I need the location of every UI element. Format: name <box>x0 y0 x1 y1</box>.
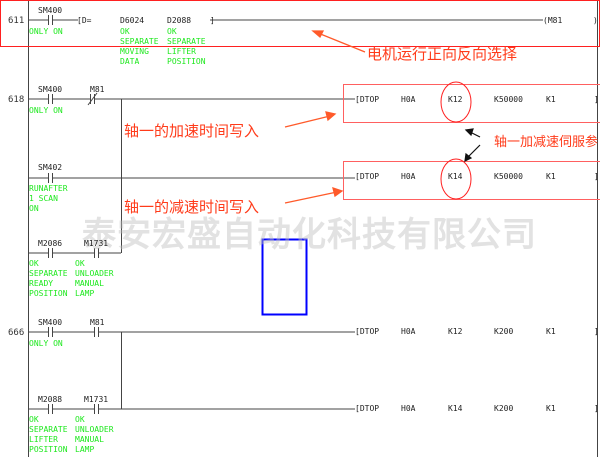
instr-op[interactable]: [DTOP <box>355 404 380 413</box>
operand: K1 <box>546 327 556 336</box>
circle-k12 <box>440 81 472 123</box>
device-comment: ONLY ON <box>29 27 63 36</box>
compare-op[interactable]: [D= <box>77 16 92 25</box>
annotation-decel: 轴一的减速时间写入 <box>124 198 260 216</box>
operand: K50000 <box>494 95 523 104</box>
contact-label[interactable]: M1731 <box>84 239 109 248</box>
selection-cursor <box>261 238 308 316</box>
operand: K14 <box>448 404 463 413</box>
contact-label[interactable]: SM400 <box>38 85 63 94</box>
operand: H0A <box>401 172 416 181</box>
device-comment: ONLY ON <box>29 106 63 115</box>
coil-close: ) <box>593 16 598 25</box>
contact-label[interactable]: SM400 <box>38 6 63 15</box>
arrow-decel <box>284 191 338 204</box>
operand: K1 <box>546 172 556 181</box>
operand: K50000 <box>494 172 523 181</box>
arrow-accel <box>284 115 331 128</box>
annotation-servo: 轴一加减速伺服参 <box>494 135 599 150</box>
instr-op[interactable]: [DTOP <box>355 95 380 104</box>
contact-label[interactable]: M1731 <box>84 395 109 404</box>
highlight-box-decel <box>343 161 600 200</box>
watermark: 泰安宏盛自动化科技有限公司 <box>82 215 537 255</box>
operand: K12 <box>448 95 463 104</box>
instr-close: ] <box>594 404 599 413</box>
contact-label[interactable]: M81 <box>90 318 105 327</box>
operand: K1 <box>546 95 556 104</box>
arrow-servo-down <box>467 144 481 158</box>
operand: H0A <box>401 95 416 104</box>
step-number: 611 <box>8 16 25 26</box>
contact-label[interactable]: M81 <box>90 85 105 94</box>
operand: K12 <box>448 327 463 336</box>
contact-label[interactable]: SM400 <box>38 318 63 327</box>
compare-close: ] <box>210 16 215 25</box>
instr-op[interactable]: [DTOP <box>355 172 380 181</box>
annotation-accel: 轴一的加速时间写入 <box>124 122 260 140</box>
contact-label[interactable]: M2088 <box>38 395 63 404</box>
operand: H0A <box>401 404 416 413</box>
device-comment: ONLY ON <box>29 339 63 348</box>
compare-s1[interactable]: D6024 <box>120 16 145 25</box>
operand: K200 <box>494 404 514 413</box>
instr-close: ] <box>594 327 599 336</box>
operand: K200 <box>494 327 514 336</box>
step-number: 618 <box>8 95 25 105</box>
circle-k14 <box>440 158 472 200</box>
step-number: 666 <box>8 328 25 338</box>
contact-label[interactable]: SM402 <box>38 163 63 172</box>
operand: K1 <box>546 404 556 413</box>
arrow-direction <box>317 32 366 53</box>
contact-label[interactable]: M2086 <box>38 239 63 248</box>
coil[interactable]: (M81 <box>543 16 563 25</box>
compare-s2[interactable]: D2088 <box>167 16 192 25</box>
annotation-direction: 电机运行正向反向选择 <box>367 45 518 63</box>
instr-op[interactable]: [DTOP <box>355 327 380 336</box>
instr-close: ] <box>594 95 599 104</box>
operand: H0A <box>401 327 416 336</box>
operand: K14 <box>448 172 463 181</box>
instr-close: ] <box>594 172 599 181</box>
highlight-box-accel <box>343 84 600 123</box>
